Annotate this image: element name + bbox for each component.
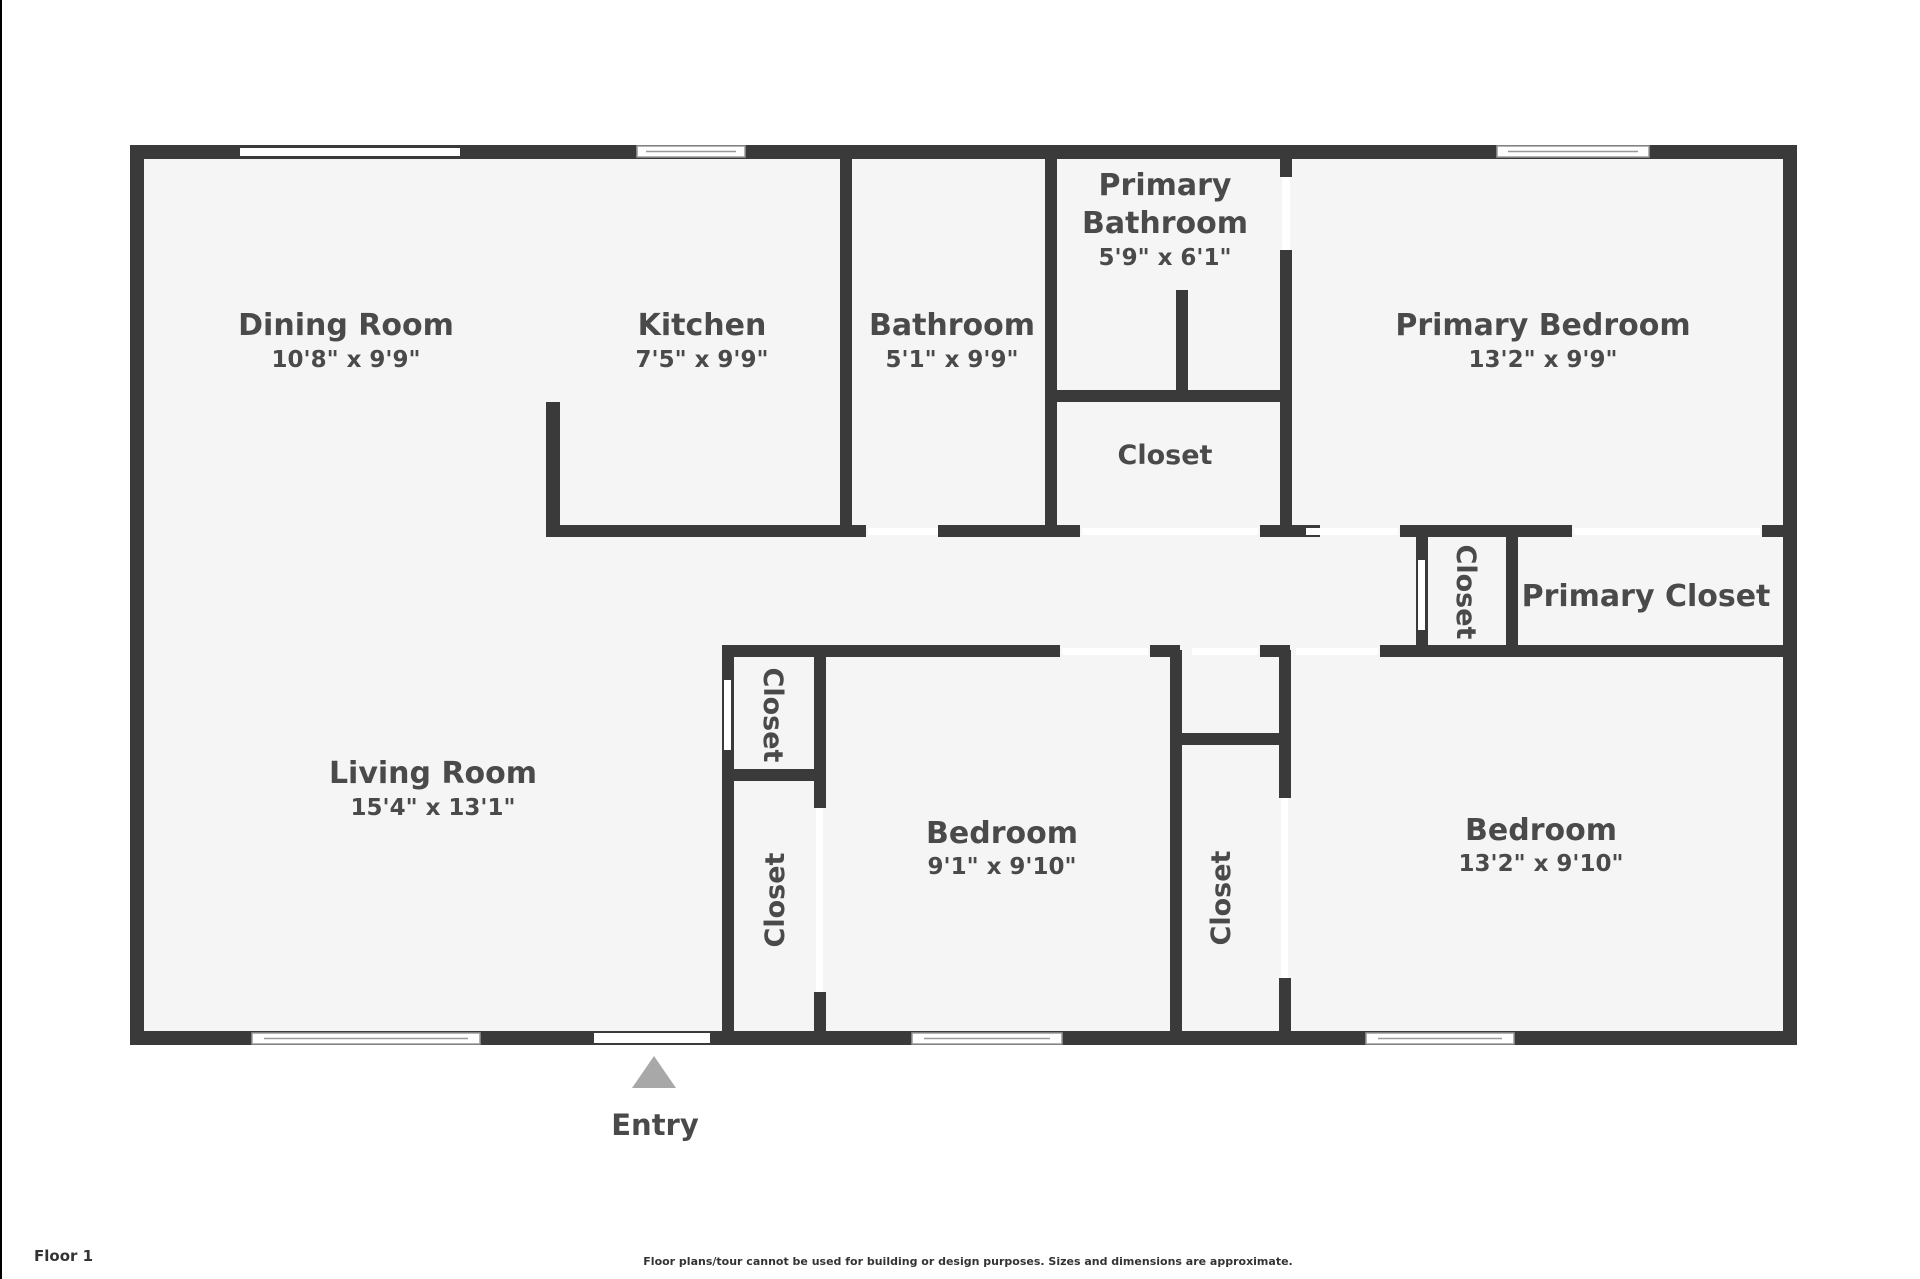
opening-kitchen-bottom xyxy=(868,528,938,535)
walls xyxy=(130,145,1797,1045)
opening-hallcloset-left xyxy=(1418,560,1425,630)
opening-primarybed-bottom xyxy=(1306,528,1398,535)
closet-label-mid-tall: Closet xyxy=(1206,850,1237,945)
wall-hallcloset-right xyxy=(1506,525,1518,652)
opening-dining-top xyxy=(240,148,460,156)
opening-entry xyxy=(594,1033,710,1043)
room-name-bedroom-right: Bedroom xyxy=(1465,813,1617,848)
closet-label-upper: Closet xyxy=(1118,440,1213,471)
room-name-primary-bedroom: Primary Bedroom xyxy=(1395,308,1690,343)
wall-hall-bottom-a xyxy=(722,645,1060,657)
wall-primarybath-right-top xyxy=(1280,152,1292,177)
opening-hall-midcloset xyxy=(1192,648,1258,655)
outer-wall-left xyxy=(130,145,144,1045)
room-dim-primary-bath: 5'9" x 6'1" xyxy=(1099,245,1232,271)
wall-bedroom-mid-right xyxy=(1170,650,1182,1040)
room-dim-bedroom-mid: 9'1" x 9'10" xyxy=(928,854,1077,880)
room-dim-bedroom-right: 13'2" x 9'10" xyxy=(1459,851,1624,877)
wall-primarybath-closet xyxy=(1057,390,1287,402)
room-name-bedroom-mid: Bedroom xyxy=(926,816,1078,851)
entry-label: Entry xyxy=(611,1108,699,1142)
opening-leftcloset-small xyxy=(724,680,731,750)
wall-kitchen-bath xyxy=(840,152,852,537)
wall-closets-right-bottom xyxy=(814,992,826,1036)
opening-primarybath-right xyxy=(1282,177,1290,250)
closet-label-hall-vertical: Closet xyxy=(1450,545,1481,640)
room-name-primary-bath-line2: Bathroom xyxy=(1082,206,1248,241)
wall-midcloset-top xyxy=(1176,733,1286,745)
opening-primarycloset-bottom xyxy=(1574,528,1760,535)
room-name-kitchen: Kitchen xyxy=(638,308,767,343)
opening-hall-bed-right xyxy=(1296,648,1378,655)
wall-closet-bottom-left xyxy=(1045,525,1080,537)
outer-wall-top xyxy=(130,145,1797,159)
room-dim-kitchen: 7'5" x 9'9" xyxy=(636,347,769,373)
disclaimer: Floor plans/tour cannot be used for buil… xyxy=(643,1255,1292,1268)
wall-midcloset-right-top xyxy=(1279,650,1291,798)
wall-primarybath-right xyxy=(1280,250,1292,537)
opening-midcloset-tall xyxy=(1281,798,1288,978)
openings xyxy=(240,148,1760,1043)
opening-hall-bed-mid xyxy=(1062,648,1148,655)
room-name-bathroom: Bathroom xyxy=(869,308,1035,343)
floor-label: Floor 1 xyxy=(34,1247,93,1265)
wall-kitchen-stub xyxy=(546,402,560,537)
opening-leftcloset-tall xyxy=(816,808,823,992)
closet-label-left-small: Closet xyxy=(757,668,788,763)
wall-primarybed-bottom-c xyxy=(1762,525,1792,537)
outer-wall-right xyxy=(1783,145,1797,1045)
room-name-living: Living Room xyxy=(329,756,537,791)
room-name-primary-bath-line1: Primary xyxy=(1099,168,1232,203)
wall-hall-bottom-d xyxy=(1380,645,1790,657)
wall-midcloset-right-bottom xyxy=(1279,978,1291,1038)
room-name-dining: Dining Room xyxy=(238,308,454,343)
wall-primarybath-stub xyxy=(1176,290,1188,396)
room-name-primary-closet: Primary Closet xyxy=(1522,579,1771,614)
opening-closet-bottom xyxy=(1082,528,1258,535)
room-dim-bathroom: 5'1" x 9'9" xyxy=(886,347,1019,373)
wall-closets-divider xyxy=(728,769,823,781)
room-dim-living: 15'4" x 13'1" xyxy=(351,795,516,821)
wall-kitchen-bottom-a xyxy=(546,525,866,537)
wall-bath-bottom xyxy=(938,525,1078,537)
room-dim-dining: 10'8" x 9'9" xyxy=(272,347,421,373)
closet-label-left-tall: Closet xyxy=(760,852,791,947)
room-dim-primary-bedroom: 13'2" x 9'9" xyxy=(1469,347,1618,373)
windows xyxy=(251,145,1650,1045)
wall-closets-right-top xyxy=(814,650,826,808)
entry-arrow-icon xyxy=(632,1056,676,1088)
wall-bath-primarybath xyxy=(1045,152,1057,537)
